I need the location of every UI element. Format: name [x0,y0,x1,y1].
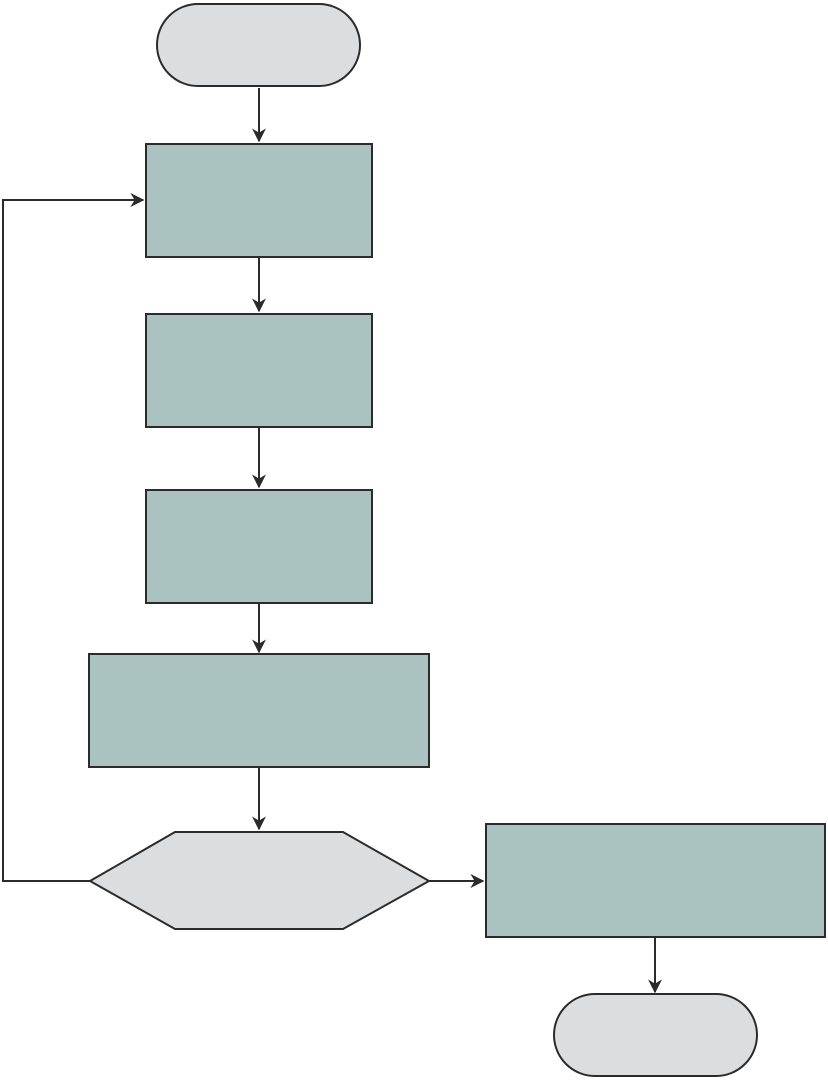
node-decision [87,831,432,930]
start-terminal-shape [156,3,361,87]
end-terminal-shape [553,993,758,1077]
step-3-process-box [145,489,373,604]
node-step-1 [145,143,373,258]
node-step-4 [88,653,430,768]
node-start [156,3,361,87]
node-end [553,993,758,1077]
node-step-2 [145,313,373,428]
decision-hexagon-shape [87,831,432,930]
node-step-5 [485,823,826,938]
step-5-process-box [485,823,826,938]
step-1-process-box [145,143,373,258]
edge-decision-loop-to-step-1 [2,193,145,882]
step-4-process-box [88,653,430,768]
connectors [2,88,662,994]
step-2-process-box [145,313,373,428]
node-step-3 [145,489,373,604]
